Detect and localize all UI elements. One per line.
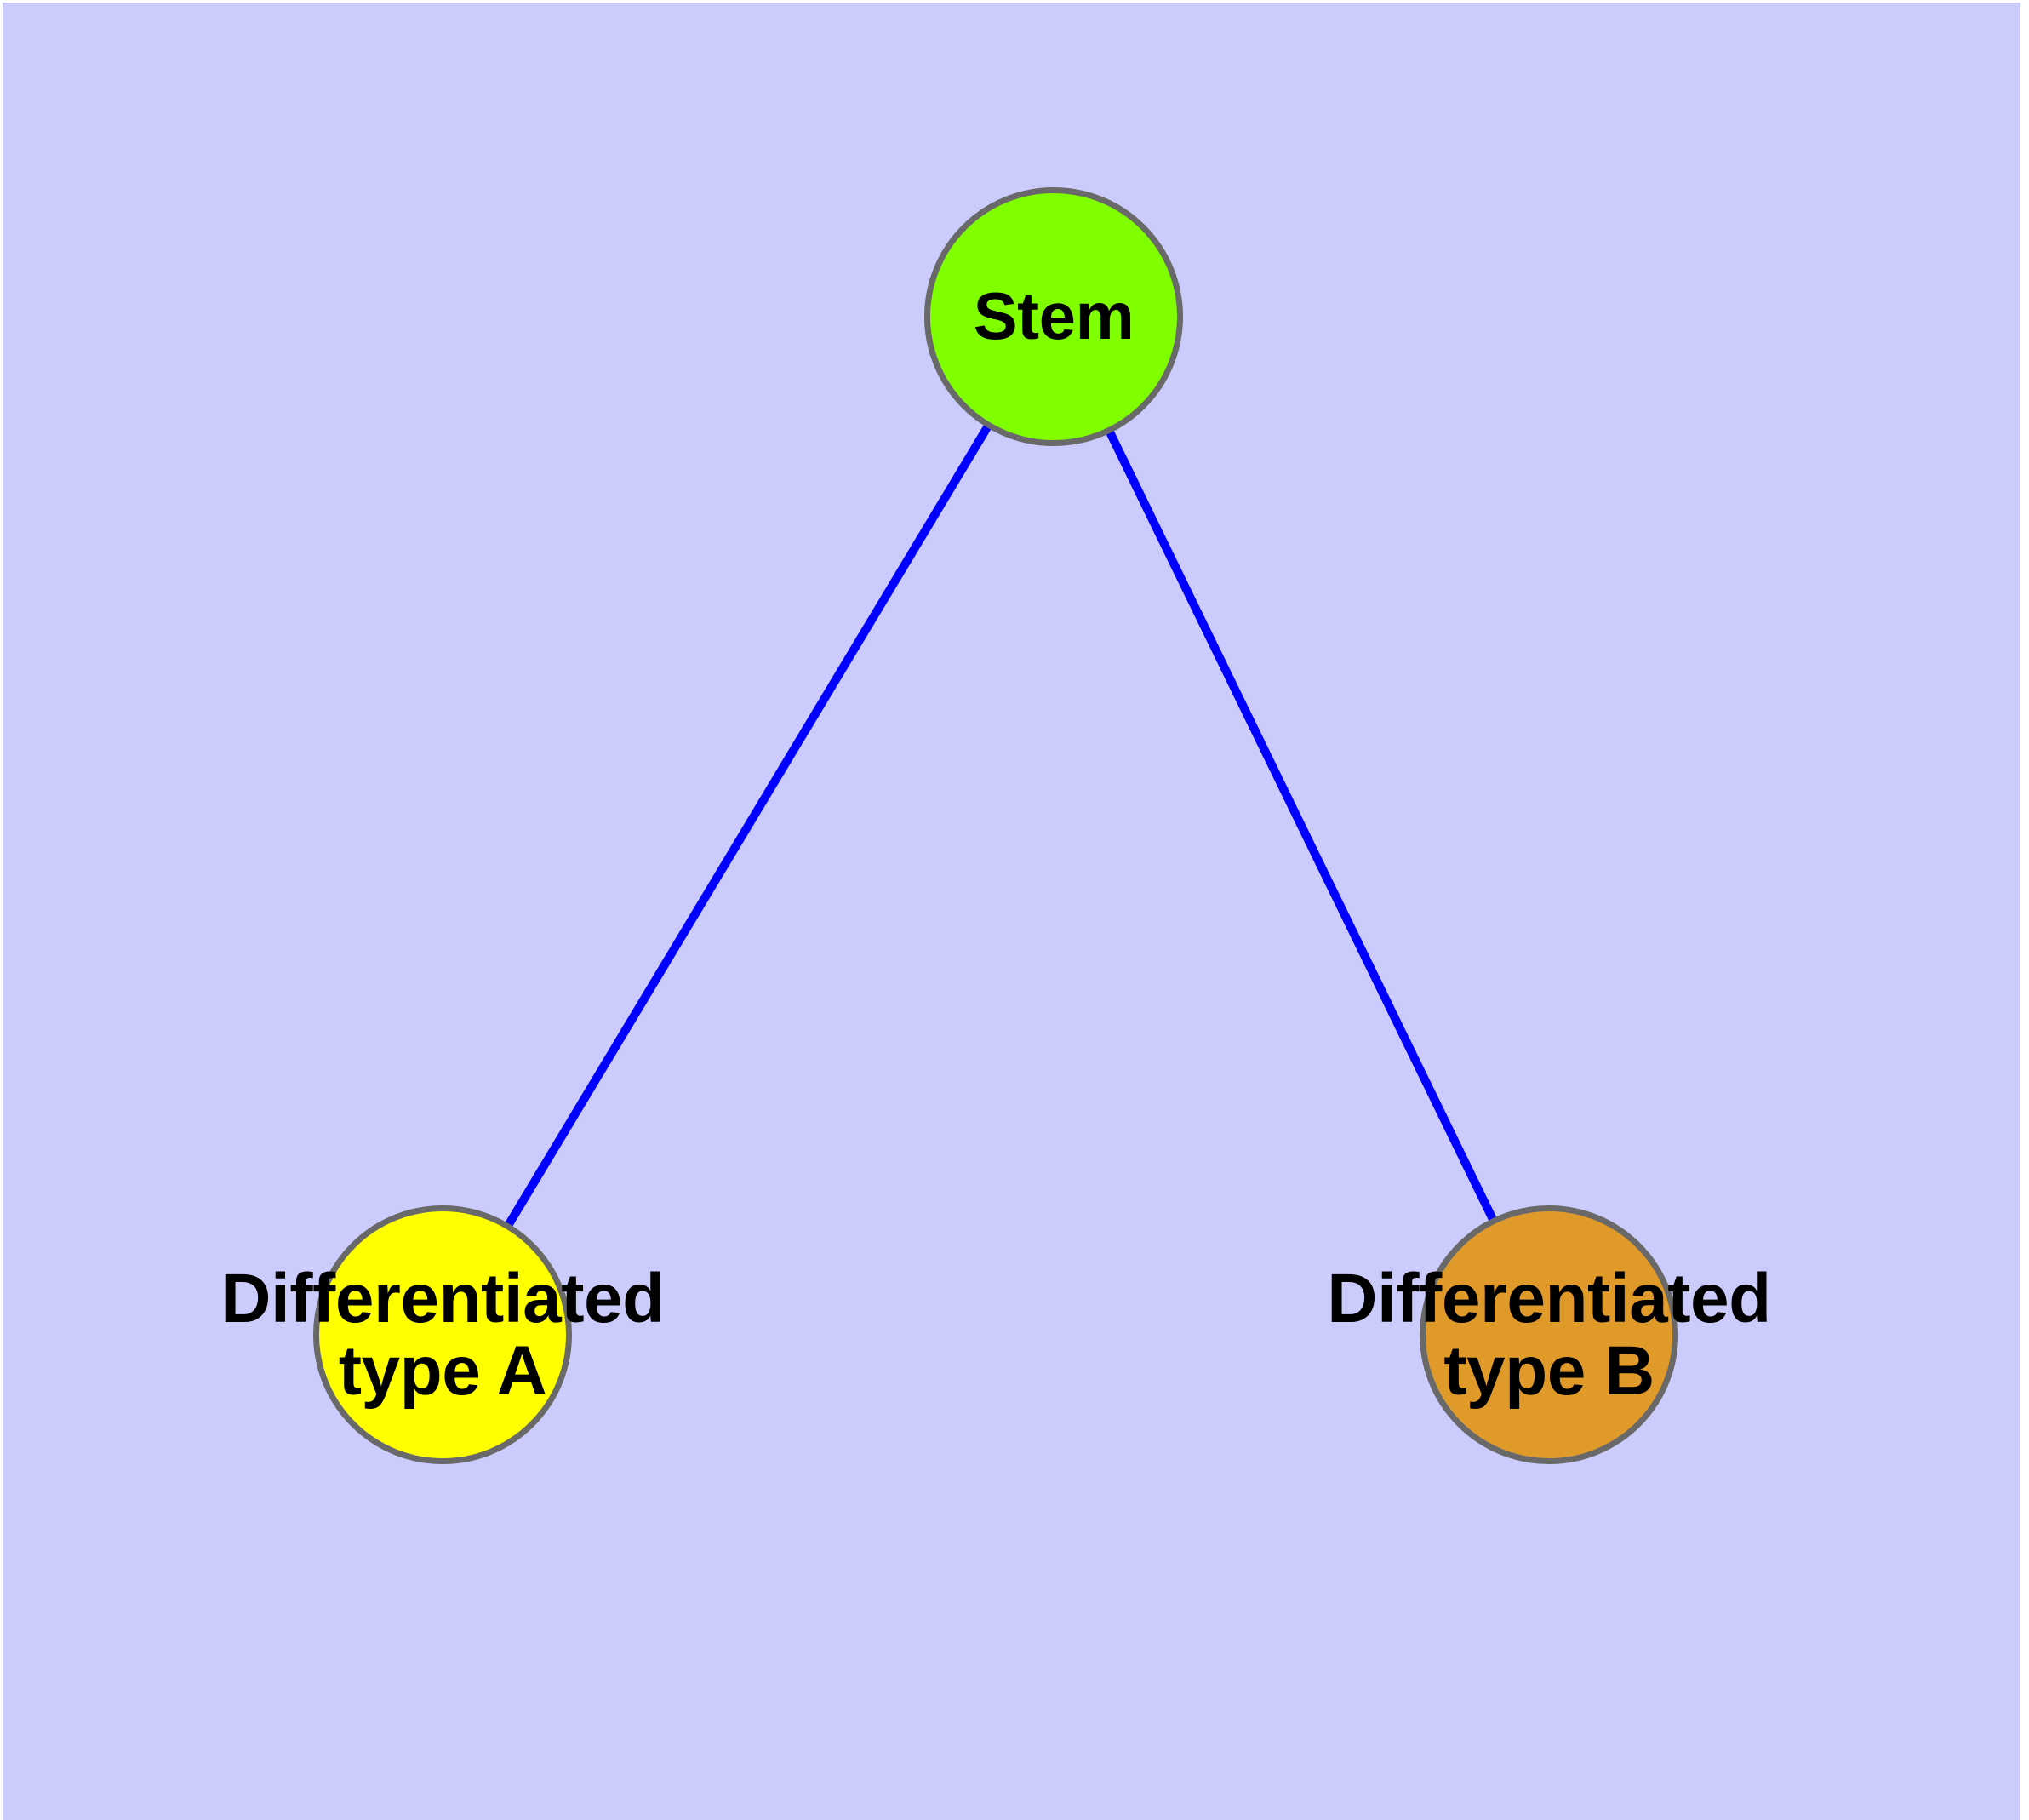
node-differentiated-type-a-circle[interactable] [313, 1205, 572, 1464]
edge-layer [503, 422, 1498, 1229]
edge-stem-to-differentiated-type-b[interactable] [1105, 427, 1498, 1224]
node-stem-circle[interactable] [924, 187, 1183, 446]
node-differentiated-type-b-circle[interactable] [1420, 1205, 1678, 1464]
node-layer [313, 187, 1678, 1464]
graph-svg [313, 187, 1678, 1464]
graph-plot-area: Stem Differentiated type A Differentiate… [3, 3, 2020, 1820]
edge-stem-to-differentiated-type-a[interactable] [503, 422, 993, 1229]
